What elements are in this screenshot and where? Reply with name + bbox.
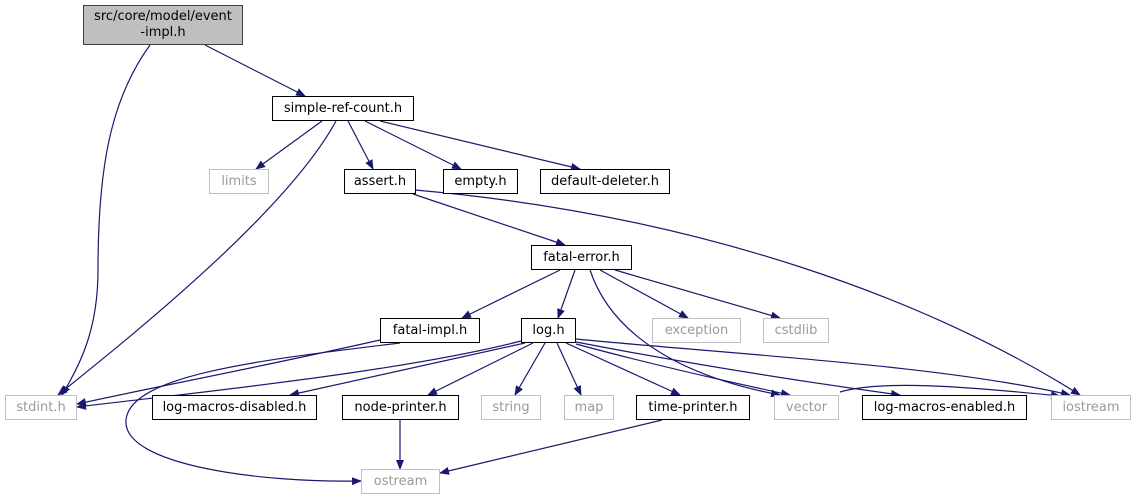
node-time-printer-h[interactable]: time-printer.h <box>636 395 750 420</box>
edge-simple-ref-count-to-default-deleter <box>379 120 581 171</box>
edge-log-to-log-macros-enabled <box>575 341 901 398</box>
node-default-deleter-h[interactable]: default-deleter.h <box>540 169 670 194</box>
edge-fatal-error-to-exception <box>599 269 689 319</box>
node-map: map <box>564 395 614 420</box>
node-limits: limits <box>209 169 269 194</box>
edge-log-to-time-printer <box>565 342 681 396</box>
edge-simple-ref-count-to-assert <box>347 120 374 170</box>
node-string: string <box>481 395 541 420</box>
node-log-h[interactable]: log.h <box>521 318 576 343</box>
node-iostream: iostream <box>1051 395 1131 420</box>
node-cstdlib: cstdlib <box>763 318 829 343</box>
node-event-impl-h: src/core/model/event -impl.h <box>83 5 243 45</box>
node-simple-ref-count-h[interactable]: simple-ref-count.h <box>272 96 414 121</box>
node-log-macros-disabled-h[interactable]: log-macros-disabled.h <box>152 395 317 420</box>
edge-event-impl-to-simple-ref-count <box>204 44 306 97</box>
edge-fatal-error-to-log <box>557 269 576 319</box>
edge-event-impl-to-stdint <box>61 44 151 396</box>
node-fatal-error-h[interactable]: fatal-error.h <box>531 245 632 270</box>
node-node-printer-h[interactable]: node-printer.h <box>342 395 459 420</box>
node-exception: exception <box>652 318 741 343</box>
node-fatal-impl-h[interactable]: fatal-impl.h <box>380 318 480 343</box>
edge-fatal-error-to-vector <box>589 269 781 398</box>
node-event-impl-h-line1: src/core/model/event <box>94 9 232 24</box>
edge-log-to-stdint <box>76 340 522 410</box>
node-assert-h[interactable]: assert.h <box>344 169 416 194</box>
edge-log-to-string <box>514 342 546 396</box>
edge-assert-to-fatal-error <box>412 193 566 246</box>
edge-fatal-error-to-cstdlib <box>614 269 781 320</box>
edge-log-to-vector <box>575 343 791 398</box>
edge-simple-ref-count-to-stdint <box>57 120 337 396</box>
node-vector: vector <box>774 395 839 420</box>
edge-log-macros-enabled-to-iostream <box>839 384 1061 400</box>
edge-fatal-impl-to-stdint <box>76 339 381 406</box>
edge-simple-ref-count-to-limits <box>255 120 323 170</box>
node-event-impl-h-line2: -impl.h <box>140 25 186 40</box>
edge-log-to-log-macros-disabled <box>289 342 526 397</box>
edge-log-to-iostream <box>575 338 1071 397</box>
edge-fatal-error-to-fatal-impl <box>461 269 561 319</box>
edge-simple-ref-count-to-empty <box>364 120 462 170</box>
node-log-macros-enabled-h[interactable]: log-macros-enabled.h <box>862 395 1027 420</box>
edge-fatal-impl-to-ostream <box>125 342 401 486</box>
edge-log-to-node-printer <box>427 342 534 396</box>
edge-log-to-map <box>556 342 582 396</box>
edge-assert-to-iostream <box>414 189 1081 396</box>
node-empty-h[interactable]: empty.h <box>443 169 518 194</box>
node-ostream: ostream <box>361 469 440 494</box>
edge-time-printer-to-ostream <box>439 419 663 475</box>
node-stdint-h: stdint.h <box>5 395 77 420</box>
